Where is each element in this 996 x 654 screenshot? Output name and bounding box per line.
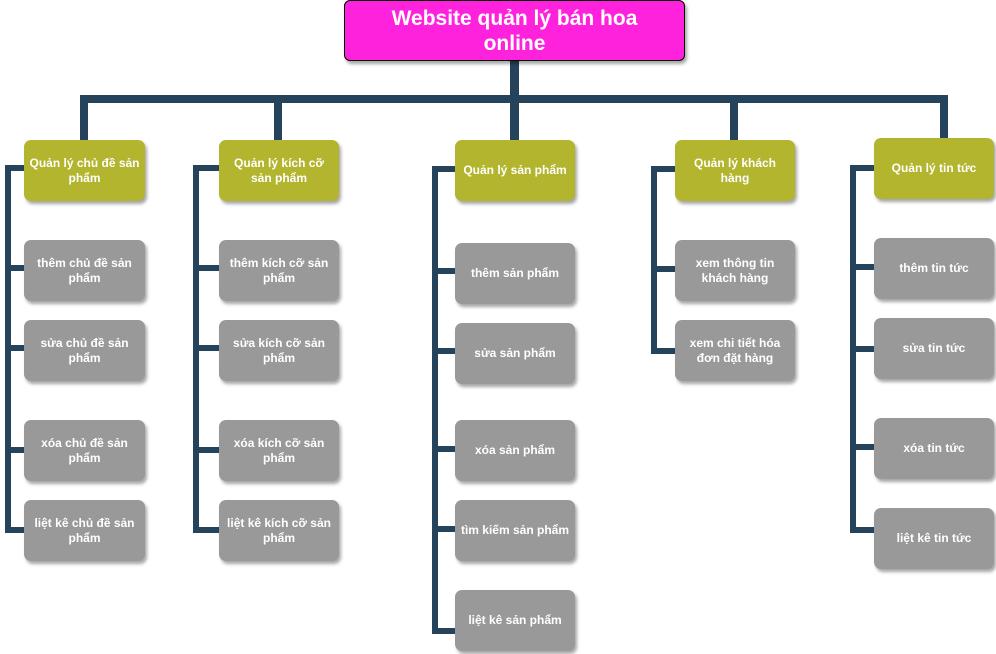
leaf-node-edit-topic: sửa chủ đề sản phẩm [24,320,145,381]
category-node-topics: Quản lý chủ đề sản phẩm [24,140,145,201]
leaf-node-view-order-details: xem chi tiết hóa đơn đặt hàng [675,320,795,381]
connector-drop-2 [274,95,282,142]
connector-tick-5-1 [850,264,877,270]
connector-tick-4-0 [651,166,677,172]
leaf-node-delete-news: xóa tin tức [874,418,994,479]
connector-tick-3-3 [432,446,457,452]
connector-tick-3-1 [432,268,457,274]
leaf-node-add-topic: thêm chủ đề sản phẩm [24,240,145,301]
connector-drop-5 [940,95,948,140]
leaf-node-edit-news: sửa tin tức [874,318,994,379]
connector-tick-4-1 [651,266,677,272]
leaf-node-list-topics: liệt kê chủ đề sản phẩm [24,500,145,561]
connector-drop-1 [80,95,88,142]
leaf-node-search-product: tìm kiếm sản phẩm [455,500,575,561]
leaf-node-edit-size: sửa kích cỡ sản phẩm [219,320,339,381]
category-node-sizes: Quản lý kích cỡ sản phẩm [219,140,339,201]
connector-tick-3-5 [432,628,457,634]
root-node-title: Website quản lý bán hoa online [344,0,685,61]
leaf-node-delete-product: xóa sản phẩm [455,420,575,481]
leaf-node-delete-size: xóa kích cỡ sản phẩm [219,420,339,481]
leaf-node-delete-topic: xóa chủ đề sản phẩm [24,420,145,481]
connector-tick-5-0 [850,165,877,171]
connector-spine-4 [651,166,657,354]
connector-drop-3 [510,95,519,142]
connector-tick-5-4 [850,527,877,533]
connector-tick-3-0 [432,166,457,172]
category-node-news: Quản lý tin tức [874,138,994,199]
connector-root-trunk [510,60,519,103]
connector-tick-3-4 [432,526,457,532]
connector-tick-1-0 [5,165,27,171]
leaf-node-view-customer-info: xem thông tin khách hàng [675,240,795,301]
connector-tick-2-1 [193,265,221,271]
connector-tick-3-2 [432,348,457,354]
leaf-node-list-sizes: liệt kê kích cỡ sản phẩm [219,500,339,561]
connector-tick-2-3 [193,447,221,453]
leaf-node-add-size: thêm kích cỡ sản phẩm [219,240,339,301]
leaf-node-edit-product: sửa sản phẩm [455,323,575,384]
connector-spine-3 [432,166,438,634]
leaf-node-list-news: liệt kê tin tức [874,508,994,569]
connector-tick-1-4 [5,527,27,533]
leaf-node-add-product: thêm sản phẩm [455,243,575,304]
connector-tick-5-3 [850,444,877,450]
connector-tick-1-1 [5,265,27,271]
leaf-node-list-products: liệt kê sản phẩm [455,590,575,651]
connector-drop-4 [730,95,738,142]
connector-tick-2-2 [193,345,221,351]
connector-tick-4-2 [651,348,677,354]
connector-tick-1-3 [5,447,27,453]
category-node-customers: Quản lý khách hàng [675,140,795,201]
connector-tick-2-0 [193,165,221,171]
connector-tick-5-2 [850,346,877,352]
category-node-products: Quản lý sản phẩm [455,140,575,201]
connector-tick-2-4 [193,527,221,533]
leaf-node-add-news: thêm tin tức [874,238,994,299]
connector-tick-1-2 [5,345,27,351]
